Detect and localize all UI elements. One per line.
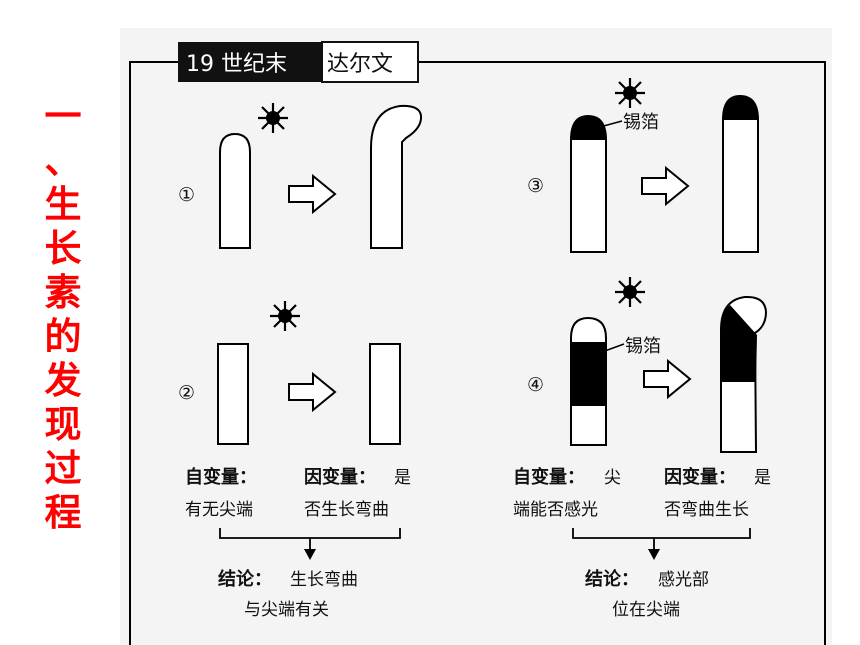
result-text: 位在尖端 (612, 600, 680, 620)
header-tab: 19 世纪末 达尔文 (178, 41, 419, 83)
side-title-char: 的 (44, 315, 82, 358)
experiment-number: ① (178, 184, 195, 206)
down-arrow-icon (648, 549, 660, 560)
side-title-char: 素 (44, 271, 82, 314)
right-conclusion: 自变量： 尖 端能否感光 因变量： 是 否弯曲生长 结论： 感光部 位在尖端 (513, 466, 771, 620)
left-conclusion: 自变量： 有无尖端 因变量： 是 否生长弯曲 结论： 生长弯曲 与尖端有关 (185, 466, 411, 620)
side-title-char: 一 (44, 95, 82, 138)
foil-cap (571, 116, 606, 140)
arrow-icon (641, 167, 689, 205)
side-title-char: 长 (44, 227, 82, 270)
result-text: 感光部 (658, 570, 709, 590)
dependent-text: 是 (394, 468, 411, 488)
dependent-label: 因变量： (304, 466, 376, 488)
experiment-4: ④ 锡箔 (527, 275, 768, 453)
sun-icon (256, 101, 290, 135)
bracket (219, 528, 401, 551)
dependent-text: 是 (754, 468, 771, 488)
result-text: 生长弯曲 (290, 570, 358, 590)
foil-sleeve (571, 342, 606, 406)
arrow-icon (288, 373, 336, 411)
experiment-number: ④ (527, 374, 544, 396)
independent-text: 尖 (604, 468, 621, 488)
side-title: 一 、 生 长 素 的 发 现 过 程 (38, 95, 88, 535)
sun-icon (268, 299, 302, 333)
header-era: 19 世纪末 (186, 52, 287, 77)
arrow-icon (288, 175, 336, 213)
result-text: 与尖端有关 (244, 600, 329, 620)
side-title-char: 、 (44, 139, 82, 182)
frame-border (129, 61, 826, 645)
side-title-char: 现 (44, 403, 82, 446)
coleoptile-intact (219, 132, 251, 249)
coleoptile-bent (370, 104, 423, 249)
arrow-icon (643, 360, 691, 398)
figure-panel (120, 28, 832, 645)
bracket (572, 528, 751, 551)
experiment-2: ② (178, 299, 401, 445)
coleoptile-decapitated-result (369, 343, 401, 445)
dependent-text: 否生长弯曲 (304, 500, 389, 520)
experiment-3: ③ 锡箔 (527, 76, 759, 253)
foil-label: 锡箔 (623, 112, 659, 133)
side-title-char: 生 (44, 183, 82, 226)
down-arrow-icon (304, 549, 316, 560)
foil-sleeve (721, 305, 757, 382)
independent-text: 有无尖端 (185, 500, 253, 520)
result-label: 结论： (218, 568, 272, 590)
side-title-char: 程 (44, 491, 82, 534)
dependent-text: 否弯曲生长 (664, 500, 749, 520)
foil-label: 锡箔 (625, 336, 661, 357)
sun-icon (613, 275, 647, 309)
independent-label: 自变量： (185, 466, 257, 488)
dependent-label: 因变量： (664, 466, 736, 488)
independent-text: 端能否感光 (513, 500, 598, 520)
independent-label: 自变量： (513, 466, 585, 488)
experiment-number: ② (178, 382, 195, 404)
header-scientist: 达尔文 (327, 52, 393, 77)
coleoptile-decapitated (217, 343, 249, 445)
experiment-number: ③ (527, 175, 544, 197)
side-title-char: 发 (44, 359, 82, 402)
sun-icon (613, 76, 647, 110)
foil-cap (723, 96, 758, 120)
experiment-1: ① (178, 101, 423, 249)
result-label: 结论： (585, 568, 639, 590)
side-title-char: 过 (44, 447, 82, 490)
